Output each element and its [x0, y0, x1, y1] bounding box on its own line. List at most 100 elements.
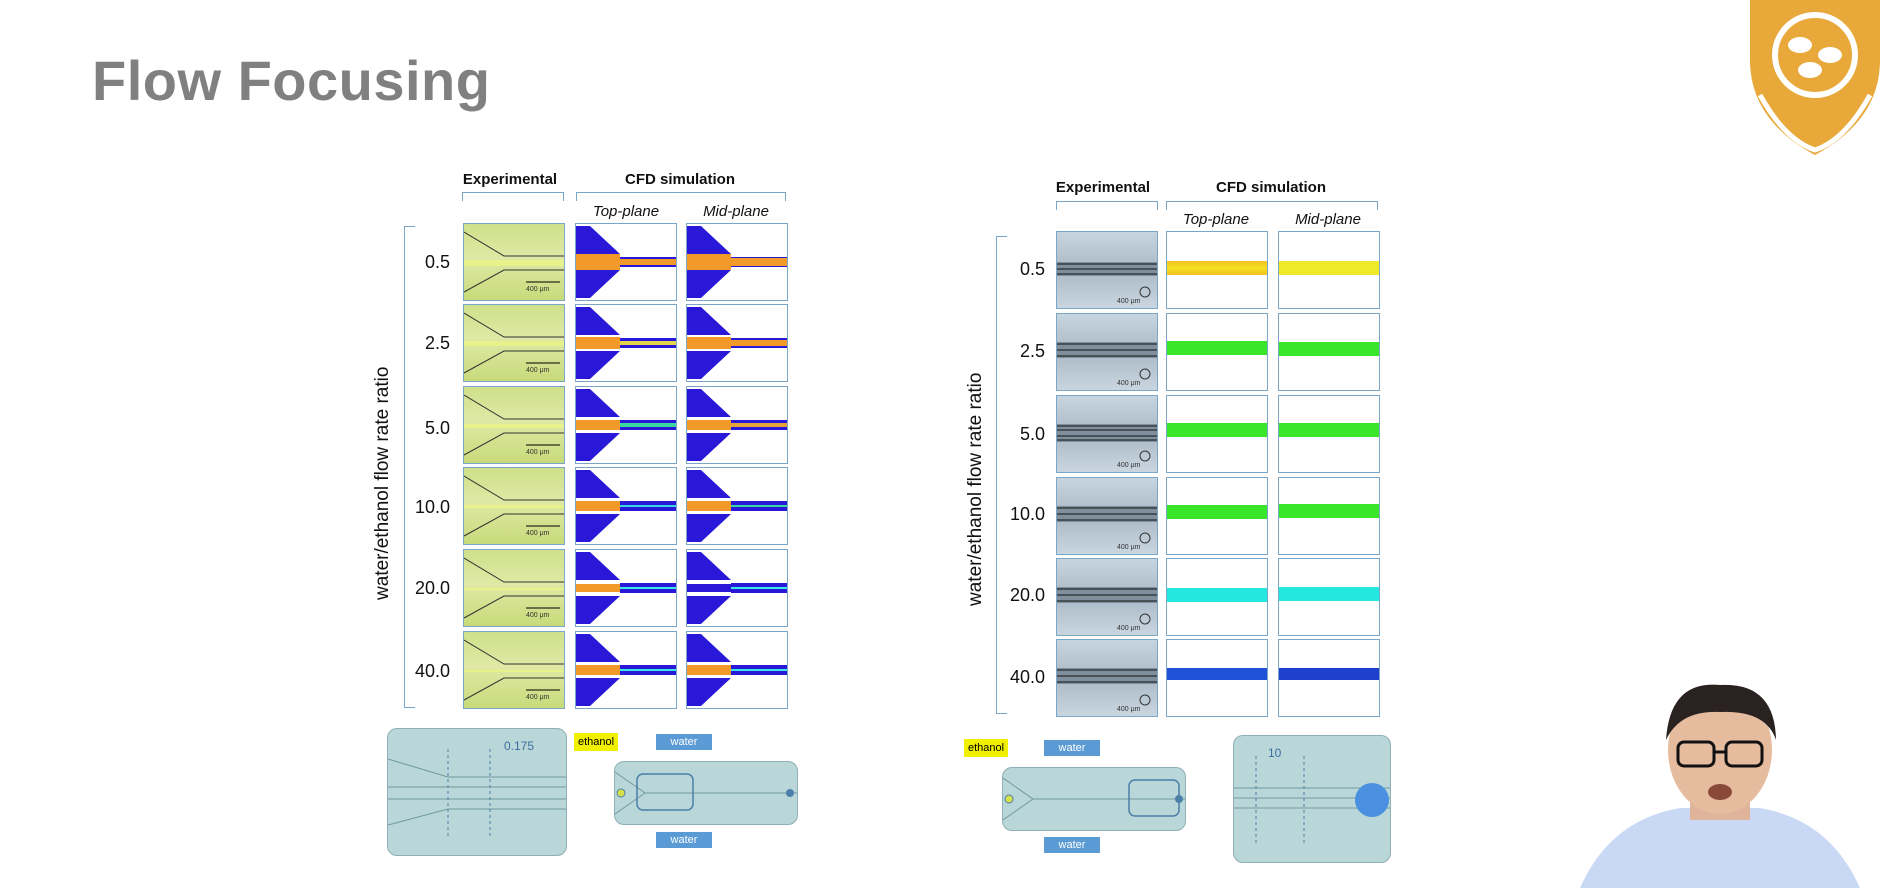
cfd-top-plane-image — [575, 304, 677, 382]
cfd-mid-plane-image — [686, 549, 788, 627]
dimension-label: 10 — [1268, 746, 1282, 760]
scale-bar-label: 400 μm — [526, 530, 550, 537]
cfd-top-plane-image — [575, 467, 677, 545]
cfd-mid-plane-image — [1278, 477, 1380, 555]
water-label-top: water — [656, 734, 712, 750]
bracket — [404, 226, 415, 708]
mid-plane-header: Mid-plane — [703, 203, 769, 220]
flow-band — [1279, 504, 1379, 518]
scale-bar-label: 400 μm — [1117, 462, 1141, 469]
flow-band — [1167, 341, 1267, 355]
cfd-top-plane-image — [1166, 231, 1268, 309]
experimental-image: 400 μm — [463, 549, 565, 627]
cfd-mid-plane-image — [1278, 313, 1380, 391]
experimental-image: 400 μm — [1056, 231, 1158, 309]
experimental-image: 400 μm — [463, 304, 565, 382]
experimental-image: 400 μm — [463, 386, 565, 464]
schematic-device — [614, 761, 798, 825]
cfd-top-plane-image — [1166, 477, 1268, 555]
experimental-image: 400 μm — [1056, 395, 1158, 473]
slide-title: Flow Focusing — [92, 49, 491, 112]
cfd-mid-plane-image — [686, 304, 788, 382]
presenter-video — [1570, 680, 1870, 888]
ratio-label: 20.0 — [1009, 585, 1045, 605]
scale-bar-label: 400 μm — [1117, 544, 1141, 551]
bracket — [462, 192, 564, 201]
cfd-header: CFD simulation — [1215, 179, 1326, 196]
ratio-label: 5.0 — [424, 418, 450, 438]
water-label-top: water — [1044, 740, 1100, 756]
scale-bar-label: 400 μm — [526, 449, 550, 456]
cfd-top-plane-image — [575, 223, 677, 301]
flow-band — [1279, 261, 1379, 275]
ethanol-label: ethanol — [574, 733, 619, 751]
cfd-top-plane-image — [1166, 558, 1268, 636]
scale-bar-label: 400 μm — [526, 367, 550, 374]
experimental-header: Experimental — [462, 171, 558, 188]
flow-band — [1167, 588, 1267, 602]
bracket — [1056, 201, 1158, 210]
flow-band — [1279, 587, 1379, 601]
cfd-mid-plane-image — [1278, 558, 1380, 636]
y-axis-label: water/ethanol flow rate ratio — [372, 366, 393, 600]
cfd-top-plane-image — [575, 631, 677, 709]
ratio-label: 20.0 — [414, 578, 450, 598]
ratio-label: 2.5 — [424, 333, 450, 353]
scale-bar-label: 400 μm — [1117, 706, 1141, 713]
flow-band — [1167, 505, 1267, 519]
cfd-mid-plane-image — [686, 386, 788, 464]
cfd-mid-plane-image — [686, 223, 788, 301]
cfd-top-plane-image — [575, 386, 677, 464]
experimental-image: 400 μm — [1056, 313, 1158, 391]
bracket — [1166, 201, 1378, 210]
flow-band — [1279, 423, 1379, 437]
cfd-mid-plane-image — [686, 631, 788, 709]
water-label-bottom: water — [656, 832, 712, 848]
top-plane-header: Top-plane — [592, 203, 660, 220]
flow-band — [1279, 668, 1379, 680]
cfd-top-plane-image — [575, 549, 677, 627]
ratio-label: 0.5 — [1019, 259, 1045, 279]
scale-bar-label: 400 μm — [526, 694, 550, 701]
cfd-top-plane-image — [1166, 313, 1268, 391]
cfd-mid-plane-image — [1278, 231, 1380, 309]
scale-bar-label: 400 μm — [526, 612, 550, 619]
experimental-image: 400 μm — [1056, 477, 1158, 555]
cfd-mid-plane-image — [1278, 395, 1380, 473]
experimental-header: Experimental — [1055, 179, 1151, 196]
flow-band — [1167, 668, 1267, 680]
scale-bar-label: 400 μm — [1117, 625, 1141, 632]
experimental-image: 400 μm — [1056, 639, 1158, 717]
schematic-zoom: 0.175 — [387, 728, 567, 856]
mid-plane-header: Mid-plane — [1295, 211, 1361, 228]
top-plane-header: Top-plane — [1182, 211, 1250, 228]
dimension-label: 0.175 — [504, 739, 535, 753]
ratio-label: 5.0 — [1019, 424, 1045, 444]
ratio-label: 10.0 — [414, 497, 450, 517]
ratio-label: 40.0 — [414, 661, 450, 681]
schematic-zoom: 10 — [1233, 735, 1391, 863]
cfd-top-plane-image — [1166, 395, 1268, 473]
cfd-header: CFD simulation — [624, 171, 735, 188]
bracket — [996, 236, 1007, 714]
ratio-label: 10.0 — [1009, 504, 1045, 524]
water-label-bottom: water — [1044, 837, 1100, 853]
ethanol-label: ethanol — [964, 739, 1009, 757]
experimental-image: 400 μm — [1056, 558, 1158, 636]
schematic-device — [1002, 767, 1186, 831]
flow-band — [1167, 423, 1267, 437]
experimental-image: 400 μm — [463, 223, 565, 301]
cfd-mid-plane-image — [1278, 639, 1380, 717]
cfd-top-plane-image — [1166, 639, 1268, 717]
y-axis-label: water/ethanol flow rate ratio — [965, 372, 986, 606]
logo-icon — [1750, 0, 1880, 155]
ratio-label: 40.0 — [1009, 667, 1045, 687]
experimental-image: 400 μm — [463, 631, 565, 709]
flow-band — [1279, 342, 1379, 356]
bracket — [576, 192, 786, 201]
scale-bar-label: 400 μm — [1117, 298, 1141, 305]
ratio-label: 2.5 — [1019, 341, 1045, 361]
ratio-label: 0.5 — [424, 252, 450, 272]
cfd-mid-plane-image — [686, 467, 788, 545]
scale-bar-label: 400 μm — [526, 286, 550, 293]
